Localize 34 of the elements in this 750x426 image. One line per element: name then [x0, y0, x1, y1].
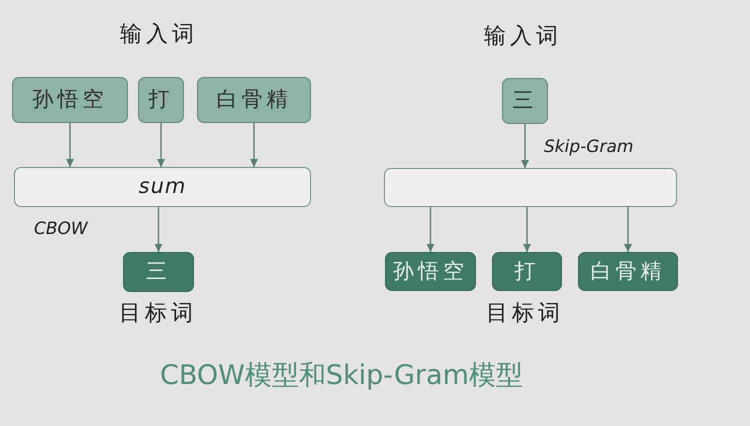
word-label: 孙悟空	[32, 88, 108, 112]
target-word-box	[385, 252, 476, 291]
word-label: 孙悟空	[393, 260, 468, 284]
target-word-box	[578, 252, 678, 291]
word-label: 白骨精	[216, 88, 292, 112]
word-label: 三	[512, 89, 538, 113]
model-label: CBOW	[34, 220, 88, 240]
section-heading: 输入词	[120, 22, 198, 48]
section-heading: 输入词	[484, 24, 562, 50]
word-label: 三	[146, 260, 171, 284]
word-label: 白骨精	[590, 260, 666, 284]
arrow	[66, 123, 74, 167]
arrow	[157, 123, 165, 167]
target-word-box	[123, 252, 194, 292]
input-word-box	[197, 77, 311, 123]
word-label: 打	[148, 88, 174, 112]
input-word-box	[12, 77, 128, 123]
arrow	[426, 207, 434, 252]
arrow	[250, 123, 258, 167]
arrow	[624, 207, 632, 252]
target-word-box	[492, 252, 562, 291]
arrow	[154, 207, 162, 252]
layer-label: sum	[138, 175, 186, 199]
section-heading: 目标词	[486, 301, 564, 326]
model-label: Skip-Gram	[544, 138, 634, 158]
layer-box	[384, 168, 677, 207]
figure-caption: CBOW模型和Skip-Gram模型	[160, 360, 523, 392]
arrow	[521, 124, 529, 168]
input-word-box	[138, 77, 184, 123]
sum-layer-box	[14, 167, 311, 207]
arrow	[523, 207, 531, 252]
word-label: 打	[514, 260, 540, 284]
section-heading: 目标词	[119, 301, 197, 326]
input-word-box	[502, 78, 548, 124]
